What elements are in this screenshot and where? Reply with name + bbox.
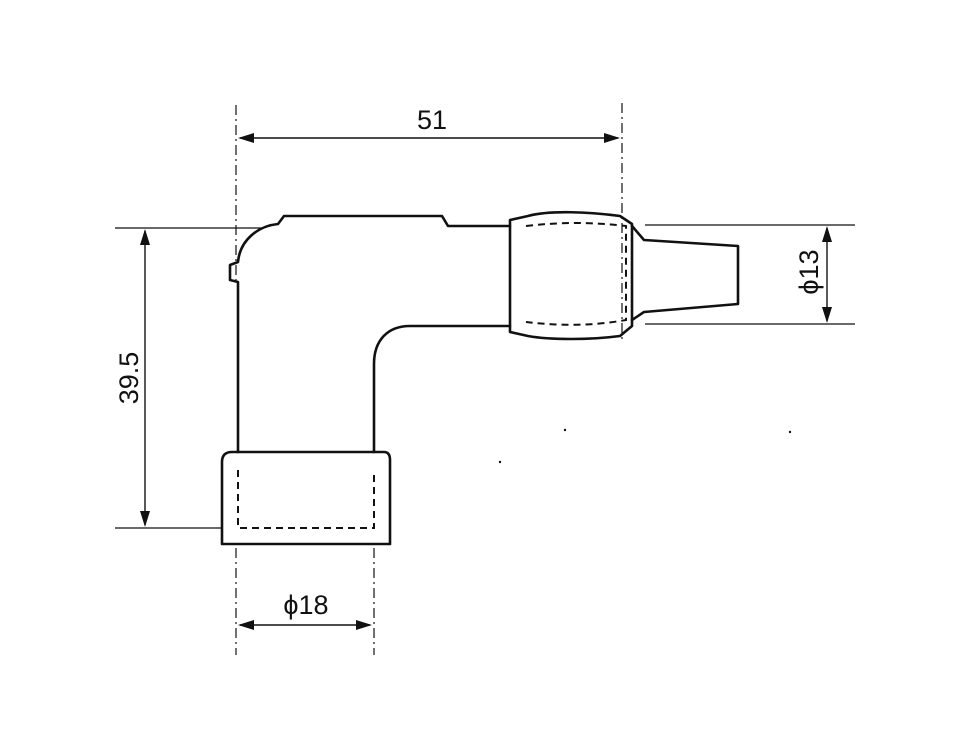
elbow-body-outline (228, 214, 512, 454)
outlet-boot-outline (508, 210, 634, 341)
base-cap-outline (220, 450, 392, 546)
base-cap-hidden-line (237, 470, 375, 529)
arrowhead-right (604, 133, 620, 143)
dimension-label-base-diameter: ϕ18 (283, 590, 328, 620)
dimension-outlet-diameter: ϕ13 (794, 226, 832, 323)
dimension-label-height: 39.5 (114, 352, 144, 405)
extension-lines (115, 103, 855, 655)
speck (498, 460, 502, 464)
arrowhead-outlet-top (822, 226, 832, 242)
dimension-base-diameter: ϕ18 (238, 590, 372, 630)
dimension-label-outlet-diameter: ϕ13 (794, 249, 824, 294)
dimension-label-length: 51 (417, 105, 447, 135)
speck (788, 430, 792, 434)
arrowhead-outlet-bottom (822, 307, 832, 323)
speck (563, 428, 567, 432)
terminal-nozzle-outline (630, 224, 740, 322)
dimension-length: 51 (238, 105, 620, 143)
arrowhead-top (140, 229, 150, 245)
dimension-height: 39.5 (114, 229, 150, 527)
scan-specks (498, 428, 792, 464)
part-outline (220, 210, 740, 546)
arrowhead-left (238, 133, 254, 143)
arrowhead-base-right (356, 620, 372, 630)
arrowhead-bottom (140, 511, 150, 527)
outlet-boot-hidden-line (525, 222, 627, 326)
arrowhead-base-left (238, 620, 254, 630)
